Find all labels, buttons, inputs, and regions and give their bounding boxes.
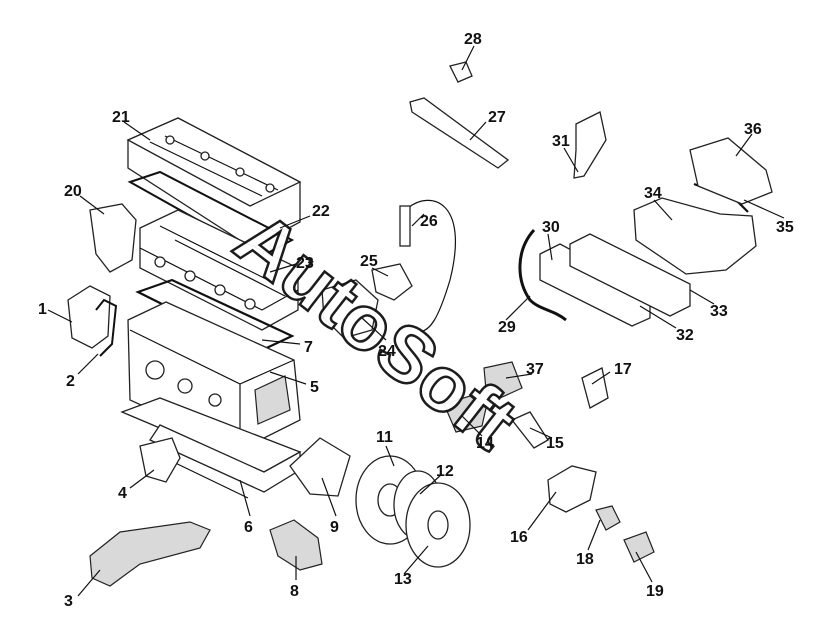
part-lifting-bracket — [573, 111, 607, 179]
callout-17: 17 — [614, 361, 632, 378]
part-timing-cover — [67, 285, 111, 349]
part-timing-gasket — [95, 298, 118, 357]
part-bracket-15 — [510, 411, 549, 449]
part-fuel-rail — [409, 97, 510, 169]
callout-33: 33 — [710, 303, 728, 320]
callout-22: 22 — [312, 203, 330, 220]
callout-15: 15 — [546, 435, 564, 452]
callout-8: 8 — [290, 583, 299, 600]
callout-25: 25 — [360, 253, 378, 270]
callout-11: 11 — [376, 429, 393, 446]
callout-2: 2 — [66, 373, 75, 390]
callout-34: 34 — [644, 185, 662, 202]
part-mount — [269, 519, 323, 571]
part-tray — [289, 437, 351, 497]
part-mount-bracket — [139, 437, 181, 483]
callout-16: 16 — [510, 529, 528, 546]
callout-13: 13 — [394, 571, 412, 588]
part-valve-cover — [126, 117, 302, 249]
callout-5: 5 — [310, 379, 319, 396]
part-exhaust-manifold — [633, 197, 757, 275]
part-manifold-shield — [689, 137, 773, 205]
callout-7: 7 — [304, 339, 313, 356]
part-exhaust-gasket — [569, 233, 691, 317]
callout-3: 3 — [64, 593, 73, 610]
leader-lines — [47, 45, 785, 597]
callout-31: 31 — [552, 133, 570, 150]
callout-18: 18 — [576, 551, 594, 568]
callout-14: 14 — [476, 435, 494, 452]
part-intake-gasket — [539, 243, 651, 327]
part-water-pump — [547, 465, 597, 513]
callout-1: 1 — [38, 301, 47, 318]
callout-19: 19 — [646, 583, 664, 600]
callout-24: 24 — [378, 343, 396, 360]
callout-6: 6 — [244, 519, 253, 536]
callout-36: 36 — [744, 121, 762, 138]
callout-21: 21 — [112, 109, 130, 126]
part-heat-shield — [89, 521, 211, 587]
part-upper-mount — [483, 361, 523, 399]
callout-23: 23 — [296, 255, 314, 272]
part-pressure-plate — [405, 482, 471, 568]
part-oil-pan — [120, 397, 302, 499]
part-pressure-regulator — [449, 61, 473, 83]
part-housing — [623, 531, 655, 563]
callout-28: 28 — [464, 31, 482, 48]
callout-35: 35 — [776, 219, 794, 236]
callout-27: 27 — [488, 109, 506, 126]
callout-20: 20 — [64, 183, 82, 200]
callout-26: 26 — [420, 213, 438, 230]
part-rubber-mount — [443, 395, 487, 433]
callouts: 1 2 3 4 5 6 7 8 9 11 12 13 14 15 16 17 1… — [38, 31, 794, 610]
part-hose — [518, 228, 567, 322]
callout-12: 12 — [436, 463, 454, 480]
part-bracket-17 — [581, 367, 609, 409]
callout-32: 32 — [676, 327, 694, 344]
callout-30: 30 — [542, 219, 560, 236]
part-bracket — [89, 203, 137, 273]
callout-4: 4 — [118, 485, 127, 502]
part-cylinder-head — [139, 209, 299, 331]
part-alternator — [321, 279, 379, 339]
part-thermostat — [595, 505, 621, 531]
callout-29: 29 — [498, 319, 516, 336]
callout-37: 37 — [526, 361, 544, 378]
part-sensor-wire — [399, 199, 456, 333]
callout-9: 9 — [330, 519, 339, 536]
